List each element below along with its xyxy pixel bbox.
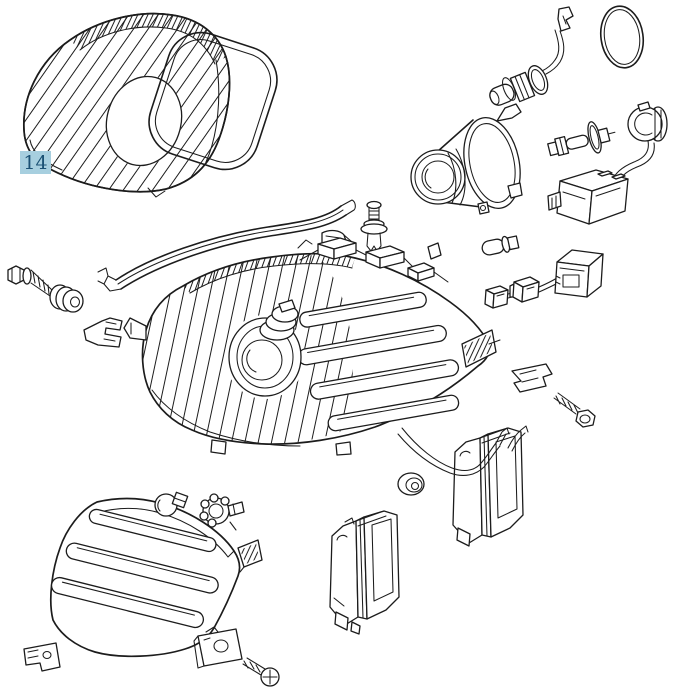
phillips-screw [242, 657, 280, 687]
mounting-bracket-left [23, 642, 61, 672]
callout-number: 14 [23, 152, 47, 174]
mounting-clip [511, 363, 553, 393]
retaining-clip [83, 317, 123, 348]
projector-lens-unit [410, 103, 523, 215]
push-rivet [360, 200, 388, 252]
o-ring-seal [599, 5, 645, 69]
screw-with-washer [7, 265, 56, 297]
signal-bulb [154, 491, 189, 517]
signal-bulb-socket [199, 493, 245, 531]
harness-wire [397, 425, 529, 476]
mounting-bracket-center [193, 626, 243, 669]
headlamp-lens-cover [23, 12, 231, 198]
ballast-unit-rear [452, 427, 524, 547]
grommet [49, 284, 84, 313]
turn-signal-lamp [49, 497, 263, 658]
wiring-connector-set [484, 249, 604, 309]
bulb-socket-igniter [547, 101, 668, 225]
part-callout-14[interactable]: 14 [20, 151, 51, 174]
rubber-grommet [397, 472, 425, 496]
lens-gasket-seal [148, 31, 278, 171]
headlamp-housing-assembly [123, 237, 501, 456]
bulb-with-pigtail-wire [489, 6, 574, 106]
wedge-bulb [481, 235, 520, 256]
callout-highlight [20, 151, 51, 174]
self-tapping-screw [553, 392, 596, 428]
hid-bulb [547, 121, 616, 157]
ballast-unit-front [329, 510, 400, 635]
